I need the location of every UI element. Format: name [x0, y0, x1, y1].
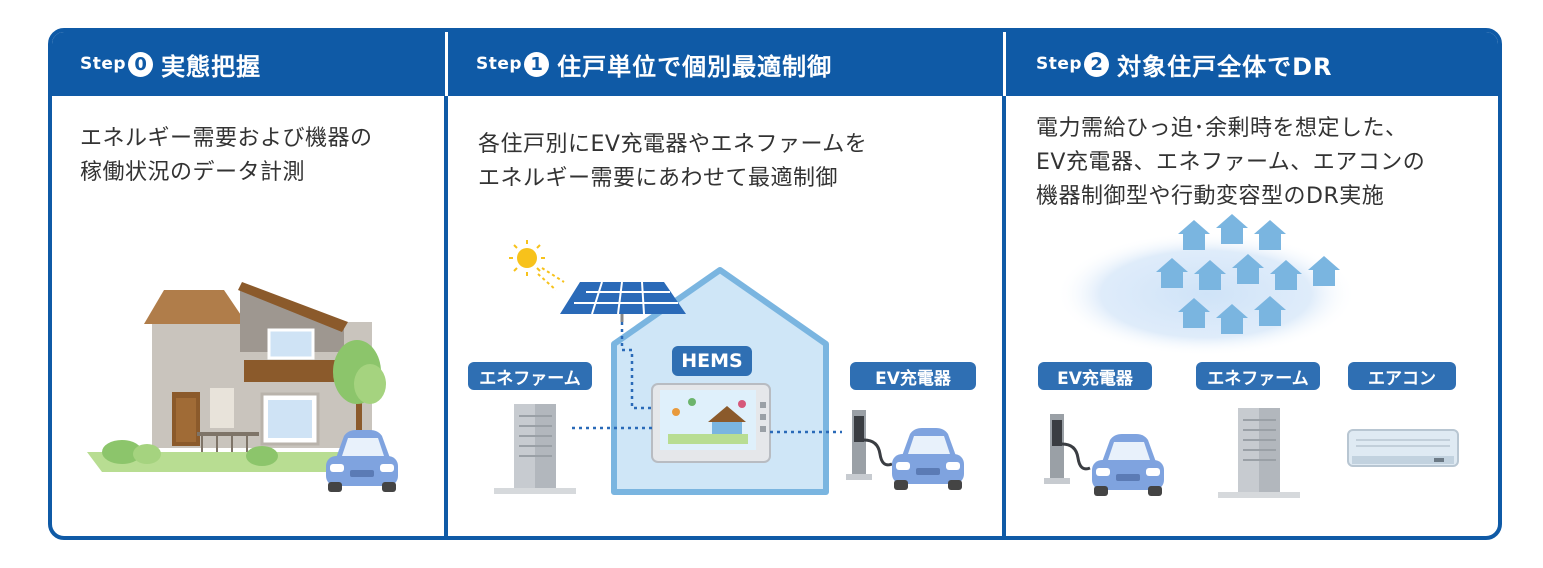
air-conditioner-icon	[1348, 430, 1458, 466]
ev-charger-tag: EV充電器	[1038, 362, 1152, 390]
hems-tag: HEMS	[672, 346, 752, 376]
enefarm-icon	[494, 404, 576, 494]
enefarm-icon	[1218, 408, 1300, 498]
illustrations	[52, 32, 1502, 540]
car-icon	[1092, 434, 1164, 496]
ev-charger-icon	[846, 410, 892, 480]
steps-panel: Step 0 実態把握 Step 1 住戸単位で個別最適制御 Step 2 対象…	[48, 28, 1502, 540]
hems-panel-icon	[652, 384, 770, 462]
car-icon	[892, 428, 964, 490]
sun-icon	[509, 240, 564, 290]
ev-charger-tag: EV充電器	[850, 362, 976, 390]
aircon-tag: エアコン	[1348, 362, 1456, 390]
houses-cluster	[1056, 214, 1356, 356]
enefarm-tag: エネファーム	[468, 362, 592, 390]
house-illustration	[87, 282, 372, 472]
enefarm-tag: エネファーム	[1196, 362, 1320, 390]
ev-charger-icon	[1044, 414, 1090, 484]
